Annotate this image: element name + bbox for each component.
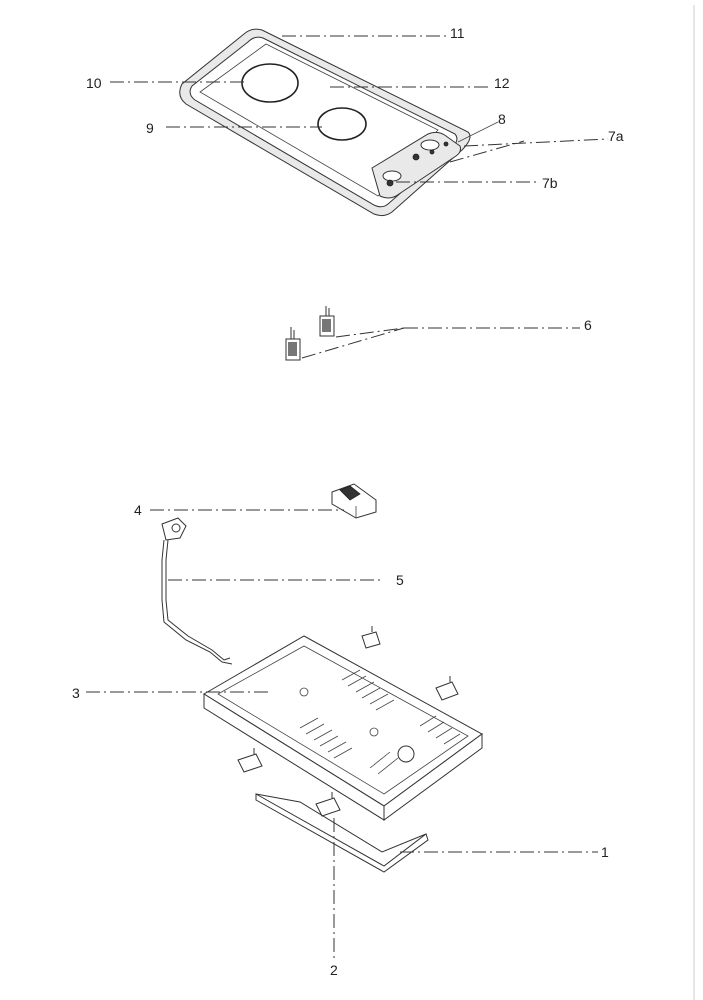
callout-10: 10 <box>86 75 102 91</box>
callout-3: 3 <box>72 685 80 701</box>
control-knob-7a <box>412 153 420 161</box>
mounting-clips <box>237 626 459 817</box>
housing-tray-3 <box>203 635 483 821</box>
callout-5: 5 <box>396 572 404 588</box>
callout-9: 9 <box>146 120 154 136</box>
terminal-block-4 <box>331 483 377 519</box>
hob-top <box>179 28 471 217</box>
switches-6 <box>285 306 335 361</box>
tray-vent-hole <box>397 745 415 763</box>
indicator-8 <box>443 141 449 147</box>
callout-7b: 7b <box>542 175 558 191</box>
callout-7a: 7a <box>608 128 624 144</box>
trim-strip-1 <box>255 793 429 873</box>
burner-10 <box>241 63 299 103</box>
callout-11: 11 <box>450 25 465 41</box>
callout-8: 8 <box>498 111 506 127</box>
burner-9 <box>317 107 367 141</box>
control-knob-7b <box>386 179 394 187</box>
callout-4: 4 <box>134 502 142 518</box>
callout-6: 6 <box>584 317 592 333</box>
callout-1: 1 <box>601 844 609 860</box>
callout-12: 12 <box>494 75 510 91</box>
power-cord-5 <box>161 517 233 665</box>
callout-2: 2 <box>330 962 338 978</box>
